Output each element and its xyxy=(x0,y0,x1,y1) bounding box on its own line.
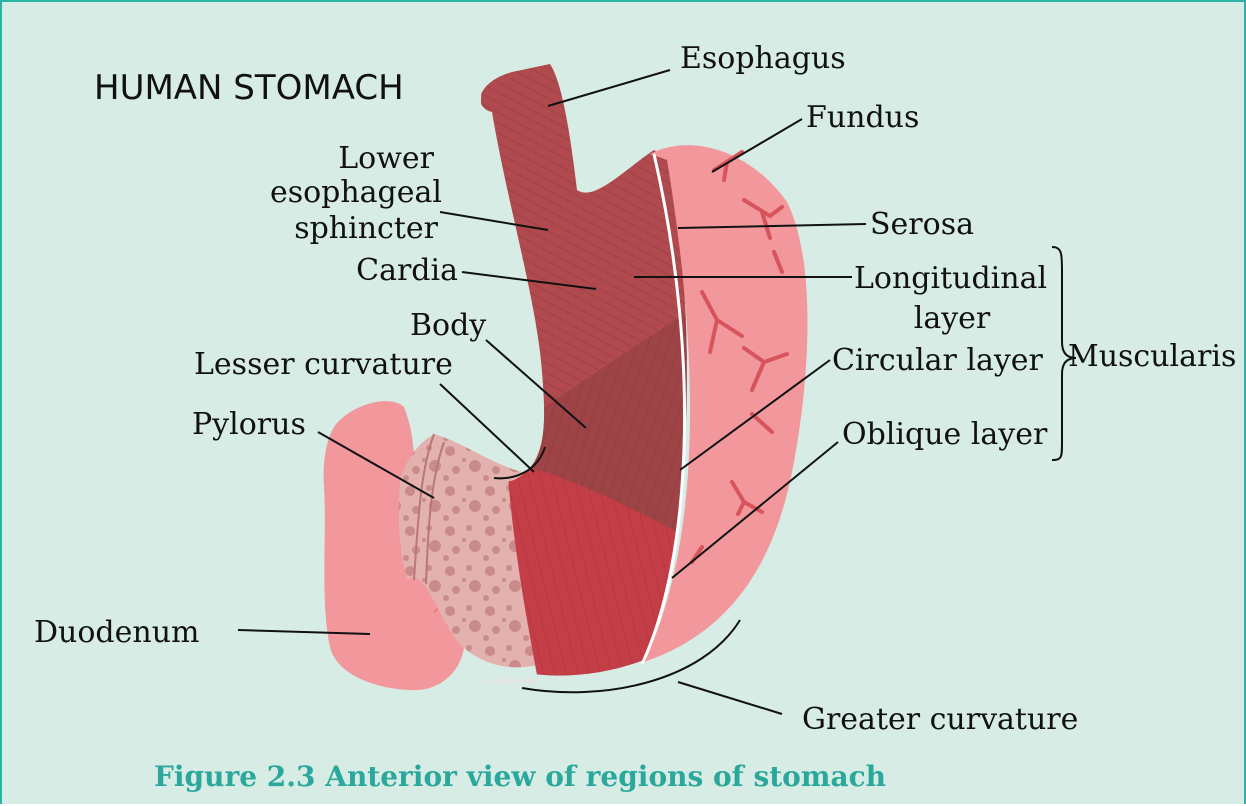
label-les-line3: sphincter xyxy=(294,211,438,246)
label-oblique: Oblique layer xyxy=(842,417,1048,452)
fundus-leader xyxy=(712,119,802,172)
label-cardia: Cardia xyxy=(356,253,458,288)
label-greater-curvature: Greater curvature xyxy=(802,702,1078,737)
figure-caption: Figure 2.3 Anterior view of regions of s… xyxy=(154,760,886,793)
esophagus-leader xyxy=(548,70,670,106)
label-circular: Circular layer xyxy=(832,343,1044,378)
label-serosa: Serosa xyxy=(870,207,974,242)
label-longitudinal-line2: layer xyxy=(914,301,991,336)
label-fundus: Fundus xyxy=(806,100,919,135)
label-lesser-curvature: Lesser curvature xyxy=(194,347,453,382)
label-esophagus: Esophagus xyxy=(680,41,846,76)
greater-curvature-leader xyxy=(678,682,782,714)
diagram-title: HUMAN STOMACH xyxy=(94,68,404,108)
label-pylorus: Pylorus xyxy=(192,407,306,442)
label-les-line1: Lower xyxy=(338,141,434,176)
label-longitudinal-line1: Longitudinal xyxy=(854,261,1047,296)
label-body: Body xyxy=(410,308,486,343)
label-muscularis: Muscularis xyxy=(1068,339,1236,374)
artist-watermark: Aruni Ramanathan xyxy=(483,678,539,685)
label-les-line2: esophageal xyxy=(270,175,442,210)
label-duodenum: Duodenum xyxy=(34,615,199,650)
